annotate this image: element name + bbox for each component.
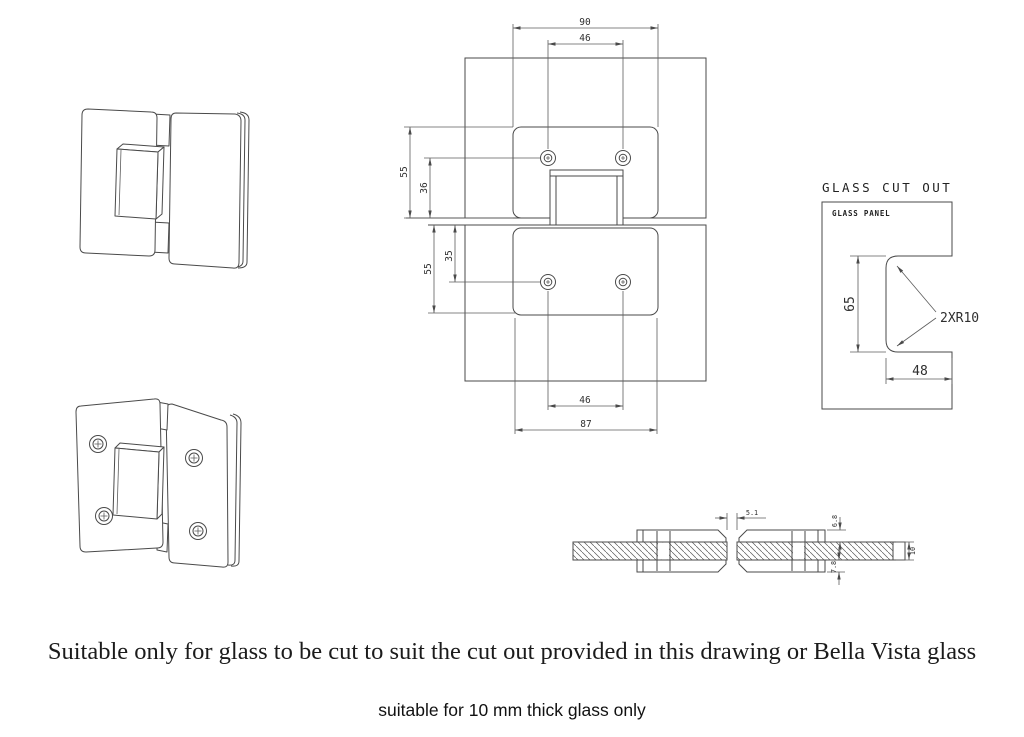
dimension-35: 35: [444, 225, 540, 283]
dim-label: 55: [399, 166, 410, 177]
dim-label: 46: [579, 395, 591, 406]
dim-label: 5.1: [746, 509, 758, 517]
dim-label: 7.8: [830, 561, 838, 573]
glass-section-right: [736, 541, 894, 561]
screw-hole: [793, 542, 804, 560]
dim-label: 36: [419, 182, 430, 194]
glass-cutout-view: GLASS CUT OUT GLASS PANEL 65 48 2XR10: [821, 180, 979, 410]
dimension-87: 87: [514, 318, 658, 434]
dimension-gap-5-1: 5.1: [715, 509, 766, 530]
screw-icon: [189, 522, 207, 540]
dimension-thickness-10: 10: [896, 541, 917, 561]
hinge-plate-bottom: [512, 227, 659, 316]
dimension-top-plate-6-8: 6.8: [827, 515, 846, 554]
dim-label: 65: [843, 296, 858, 312]
hinge-body-front-face: [114, 148, 159, 220]
screw-icon: [615, 274, 631, 290]
hinge-body-front-face: [112, 447, 160, 520]
hinge-body-edge-line: [116, 448, 120, 515]
section-view: 5.1 6.8 7.8 10: [572, 509, 917, 585]
glass-end: [892, 541, 906, 561]
hinge-knuckle: [549, 169, 624, 226]
right-plate: [168, 112, 242, 269]
glass-clamp-layer-line: [227, 414, 238, 566]
dim-label: 6.8: [831, 515, 839, 527]
drawing-canvas: 90 46 55 36 55 35: [75, 17, 979, 585]
glass-clamp-layer-line: [237, 111, 250, 269]
dimension-65: 65: [843, 255, 886, 353]
suitability-note: Suitable only for glass to be cut to sui…: [47, 638, 977, 665]
hinge-body-edge-line: [118, 149, 122, 216]
dim-label: 55: [423, 263, 434, 274]
dim-label: 10: [909, 547, 917, 555]
dim-label: 87: [580, 419, 591, 430]
dimension-bottom-plate-7-8: 7.8: [827, 547, 845, 585]
glass-thickness-note: suitable for 10 mm thick glass only: [378, 700, 646, 720]
screw-icon: [89, 435, 107, 453]
radius-callout: 2XR10: [896, 265, 979, 347]
glass-panel-label: GLASS PANEL: [832, 209, 890, 218]
glass-panel-outline: [821, 201, 953, 410]
screw-hole: [658, 542, 669, 560]
dimension-55-top: 55: [399, 126, 513, 219]
isometric-view-closed: [79, 108, 250, 269]
right-plate: [165, 403, 229, 568]
screw-icon: [540, 150, 556, 166]
dimension-36: 36: [419, 157, 540, 218]
dim-label: 46: [579, 33, 591, 44]
dimension-90: 90: [512, 17, 659, 127]
hinge-section-left: [636, 529, 727, 573]
dim-label: 90: [579, 17, 591, 28]
dimension-48: 48: [885, 358, 953, 384]
screw-icon: [540, 274, 556, 290]
cutout-title: GLASS CUT OUT: [822, 180, 952, 195]
isometric-view-open: [75, 398, 242, 568]
glass-section-left: [572, 541, 728, 561]
front-elevation-view: 90 46 55 36 55 35: [399, 17, 707, 434]
glass-clamp-layer-line: [234, 112, 246, 268]
dim-label: 35: [444, 250, 455, 261]
glass-clamp-layer-line: [230, 413, 242, 567]
dimension-46-top: 46: [547, 33, 624, 149]
screw-icon: [95, 507, 113, 525]
dimension-55-bottom: 55: [423, 225, 516, 314]
dimension-46-bottom: 46: [547, 291, 624, 410]
radius-label: 2XR10: [940, 311, 979, 326]
screw-icon: [615, 150, 631, 166]
dim-label: 48: [912, 364, 928, 379]
hinge-section-right: [738, 529, 826, 573]
screw-icon: [185, 449, 203, 467]
